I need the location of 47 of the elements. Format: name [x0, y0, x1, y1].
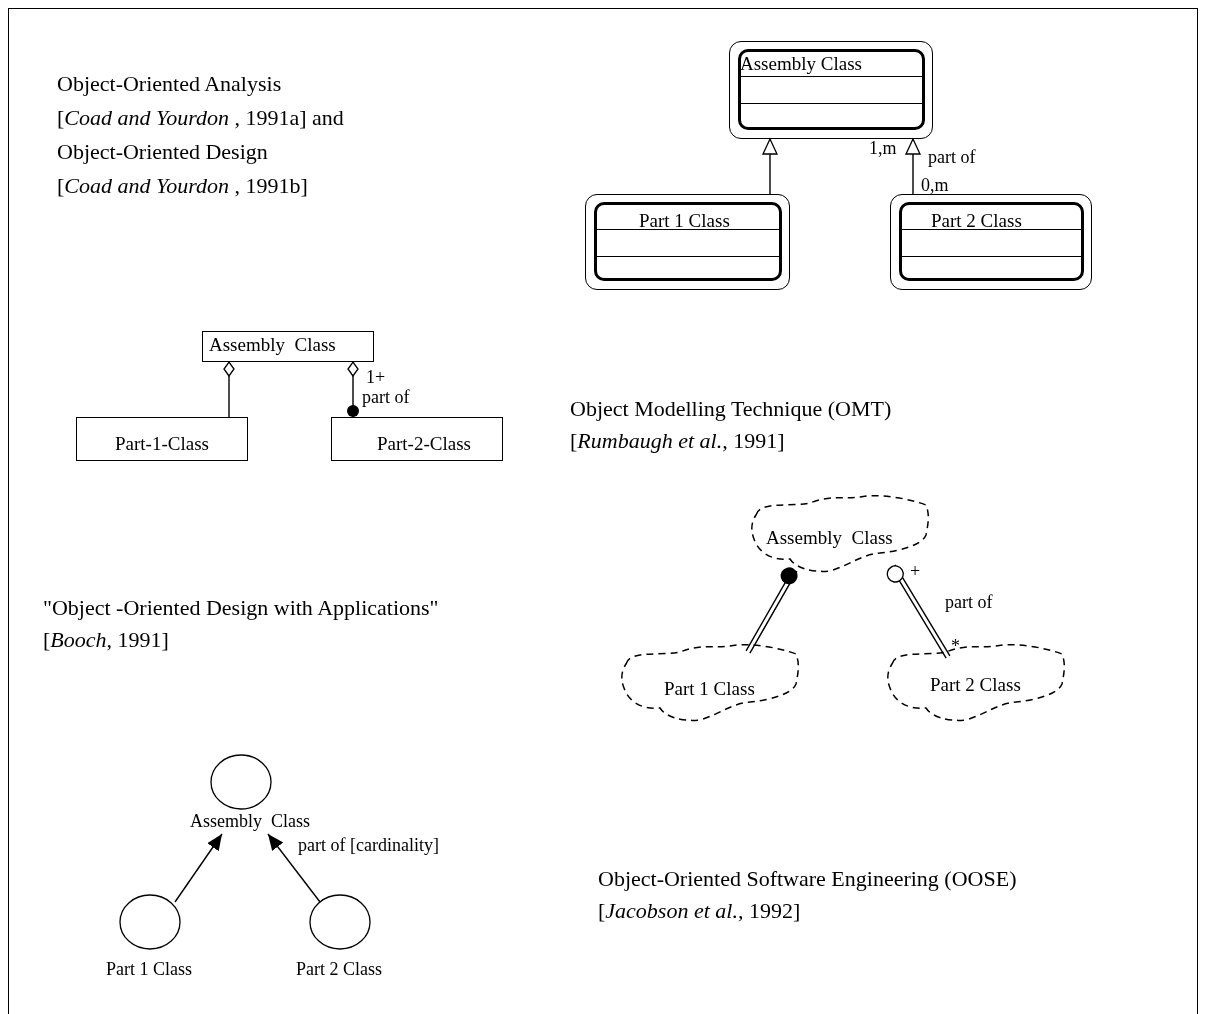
- class-name: Assembly Class: [209, 335, 336, 356]
- edge-label: part of: [945, 593, 993, 613]
- arrow: [905, 138, 921, 195]
- arrow: [762, 138, 778, 195]
- arrow: [267, 833, 321, 903]
- class-box: [585, 194, 790, 290]
- class-box: [729, 41, 933, 139]
- double-line-connector: [745, 567, 798, 654]
- class-name: Part-2-Class: [377, 434, 471, 455]
- arrow: [174, 833, 223, 903]
- citation: [Coad and Yourdon , 1991a] and: [57, 106, 344, 131]
- multiplicity-label: *: [951, 637, 960, 657]
- class-box: [202, 331, 374, 362]
- method-caption: Object-Oriented Analysis: [57, 72, 282, 97]
- connector-line: [347, 361, 359, 418]
- class-name: Part 1 Class: [106, 960, 192, 980]
- class-box: [890, 194, 1092, 290]
- class-name: Part 2 Class: [296, 960, 382, 980]
- citation: [Booch, 1991]: [43, 628, 169, 653]
- citation: [Coad and Yourdon , 1991b]: [57, 174, 308, 199]
- class-cloud: [750, 493, 932, 575]
- connector-line: [223, 361, 235, 418]
- class-box: [331, 417, 503, 461]
- class-name: Part-1-Class: [115, 434, 209, 455]
- class-name: Part 2 Class: [931, 211, 1022, 232]
- citation: [Jacobson et al., 1992]: [598, 899, 801, 924]
- class-name: Assembly Class: [766, 528, 893, 549]
- citation: [Rumbaugh et al., 1991]: [570, 429, 785, 454]
- class-name: Part 1 Class: [639, 211, 730, 232]
- class-name: Part 2 Class: [930, 675, 1021, 696]
- multiplicity-label: 1,m: [869, 139, 897, 159]
- edge-label: part of: [928, 148, 976, 168]
- method-caption: Object-Oriented Design: [57, 140, 268, 165]
- class-cloud: [620, 642, 802, 724]
- method-caption: "Object -Oriented Design with Applications": [43, 596, 439, 621]
- multiplicity-label: +: [910, 562, 921, 582]
- edge-label: part of [cardinality]: [298, 836, 439, 856]
- edge-label: part of: [362, 388, 410, 408]
- class-name: Part 1 Class: [664, 679, 755, 700]
- method-caption: Object Modelling Technique (OMT): [570, 397, 892, 422]
- class-box: [76, 417, 248, 461]
- method-caption: Object-Oriented Software Engineering (OOSE): [598, 867, 1017, 892]
- class-name: Assembly Class: [740, 54, 862, 75]
- multiplicity-label: 1+: [366, 368, 386, 388]
- class-name: Assembly Class: [190, 812, 310, 832]
- double-line-connector: [886, 564, 951, 659]
- multiplicity-label: 0,m: [921, 176, 949, 196]
